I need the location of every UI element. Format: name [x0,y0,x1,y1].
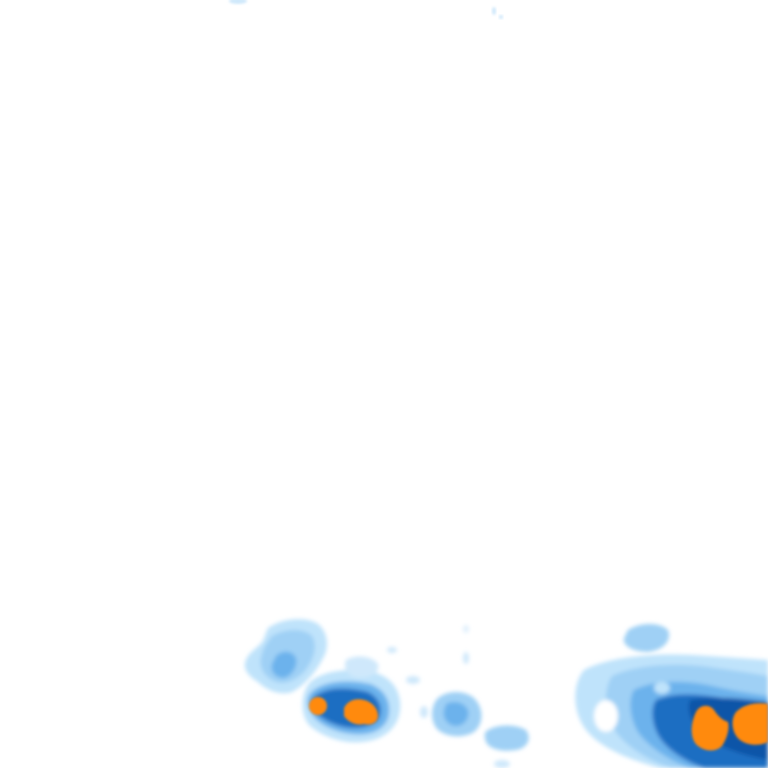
precip-cell-f [575,654,768,768]
precip-fragment [494,760,510,768]
precip-cell-c [432,692,482,737]
precip-fragment [463,625,469,633]
precip-fragment [406,676,420,684]
precip-band [271,651,297,678]
precip-fragment [463,652,469,664]
precip-gap [594,700,618,732]
precip-cell-a [244,619,327,694]
precip-speck-top [229,0,503,19]
precip-cell-e [623,624,670,652]
precip-core [309,697,327,715]
precip-speck [499,15,503,19]
precip-fragment [420,706,428,718]
precip-cell-b [302,656,401,743]
precip-fragment [387,647,397,653]
precip-fragments-b [387,625,469,718]
precip-core [732,703,768,745]
precip-band [344,656,379,678]
precip-core [344,699,378,725]
precip-band [484,725,529,751]
precip-band [443,702,469,726]
precip-speck [492,7,496,15]
precip-cell-d [484,725,529,768]
precip-band [623,624,670,652]
precip-speck [229,0,247,4]
precip-gap [654,682,670,694]
precip-core [691,705,729,751]
